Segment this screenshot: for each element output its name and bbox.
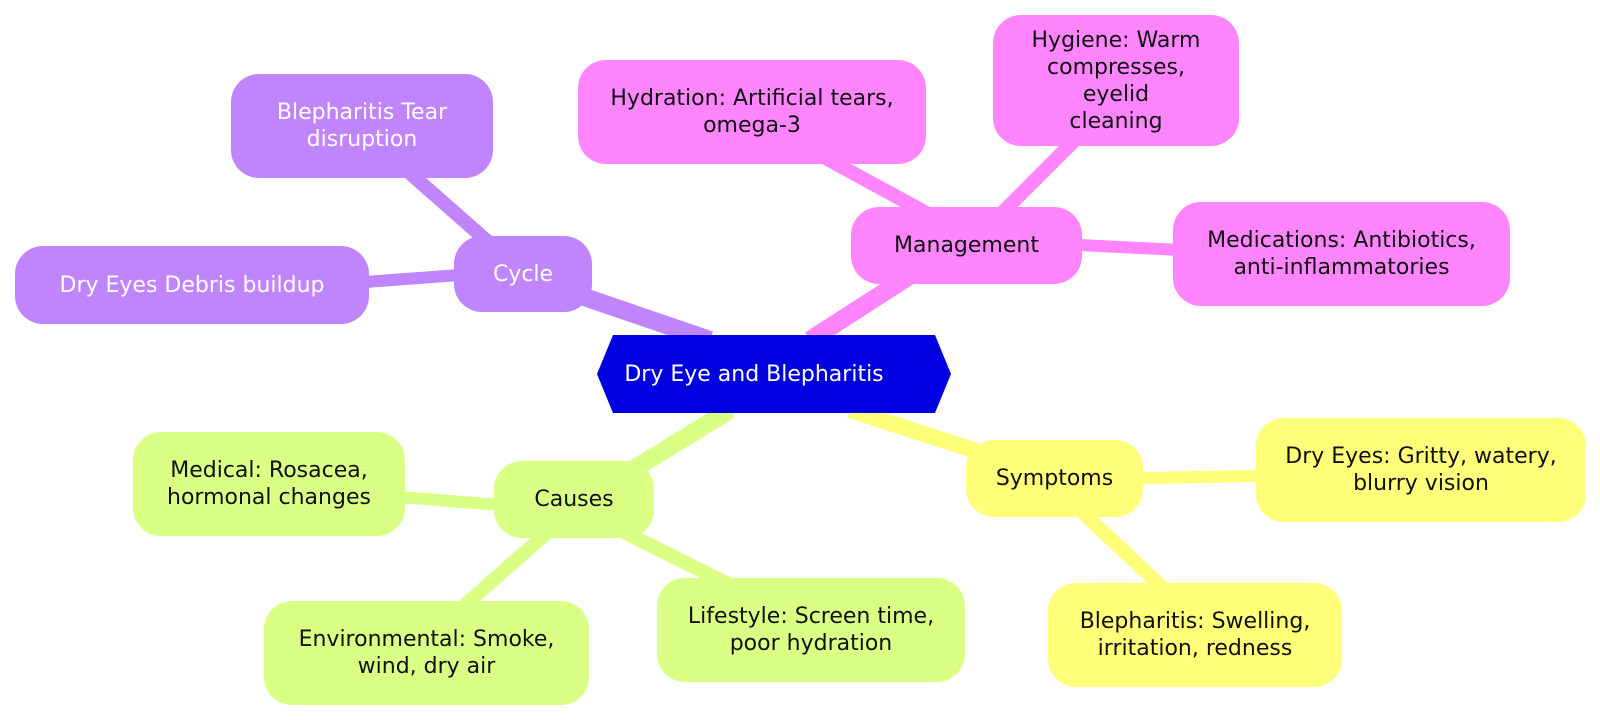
- root-label: Dry Eye and Blepharitis: [624, 361, 884, 387]
- branch-node-cycle[interactable]: Cycle: [454, 236, 592, 312]
- branch-node-symptoms[interactable]: Symptoms: [966, 440, 1143, 517]
- branch-label: Causes: [534, 487, 614, 512]
- branch-label: Management: [894, 233, 1039, 258]
- leaf-label: Medical: Rosacea, hormonal changes: [167, 458, 371, 510]
- edge-symptoms-12: [1139, 470, 1261, 484]
- leaf-node-causes-environmental[interactable]: Environmental: Smoke, wind, dry air: [264, 601, 589, 705]
- leaf-label: Hygiene: Warm compresses, eyelid cleanin…: [1031, 27, 1201, 134]
- edge-management-4: [816, 148, 934, 222]
- leaf-node-management-hydration[interactable]: Hydration: Artificial tears, omega-3: [578, 60, 926, 164]
- leaf-node-cycle-dry-eyes-debris[interactable]: Dry Eyes Debris buildup: [15, 246, 369, 324]
- edge-causes-8: [399, 491, 501, 511]
- root-hexagon-shape: [597, 335, 951, 413]
- leaf-label: Blepharitis Tear disruption: [276, 100, 448, 152]
- branch-label: Symptoms: [995, 466, 1114, 491]
- leaf-label: Lifestyle: Screen time, poor hydration: [687, 604, 935, 656]
- leaf-node-causes-lifestyle[interactable]: Lifestyle: Screen time, poor hydration: [657, 578, 965, 682]
- leaf-node-symptoms-dry-eyes[interactable]: Dry Eyes: Gritty, watery, blurry vision: [1256, 418, 1586, 522]
- leaf-node-symptoms-blepharitis[interactable]: Blepharitis: Swelling, irritation, redne…: [1048, 583, 1342, 687]
- root-node[interactable]: Dry Eye and Blepharitis: [597, 335, 951, 413]
- leaf-node-management-medications[interactable]: Medications: Antibiotics, anti-inflammat…: [1173, 202, 1510, 306]
- edge-management-5: [995, 135, 1080, 220]
- edge-management-6: [1079, 239, 1181, 256]
- branch-label: Cycle: [492, 261, 554, 287]
- branch-node-management[interactable]: Management: [851, 207, 1082, 284]
- leaf-label: Blepharitis: Swelling, irritation, redne…: [1079, 609, 1311, 661]
- leaf-label: Hydration: Artificial tears, omega-3: [610, 86, 894, 138]
- edge-cycle-2: [364, 269, 461, 288]
- leaf-label: Environmental: Smoke, wind, dry air: [298, 627, 555, 679]
- leaf-node-causes-medical[interactable]: Medical: Rosacea, hormonal changes: [133, 432, 405, 536]
- leaf-node-cycle-blepharitis-tear-disruption[interactable]: Blepharitis Tear disruption: [231, 74, 493, 178]
- leaf-label: Dry Eyes Debris buildup: [59, 272, 325, 298]
- branch-node-causes[interactable]: Causes: [494, 461, 654, 538]
- leaf-node-management-hygiene[interactable]: Hygiene: Warm compresses, eyelid cleanin…: [993, 15, 1239, 146]
- leaf-label: Dry Eyes: Gritty, watery, blurry vision: [1285, 444, 1557, 496]
- edge-causes-9: [460, 524, 555, 611]
- edge-symptoms-13: [1075, 504, 1170, 596]
- leaf-label: Medications: Antibiotics, anti-inflammat…: [1207, 228, 1476, 280]
